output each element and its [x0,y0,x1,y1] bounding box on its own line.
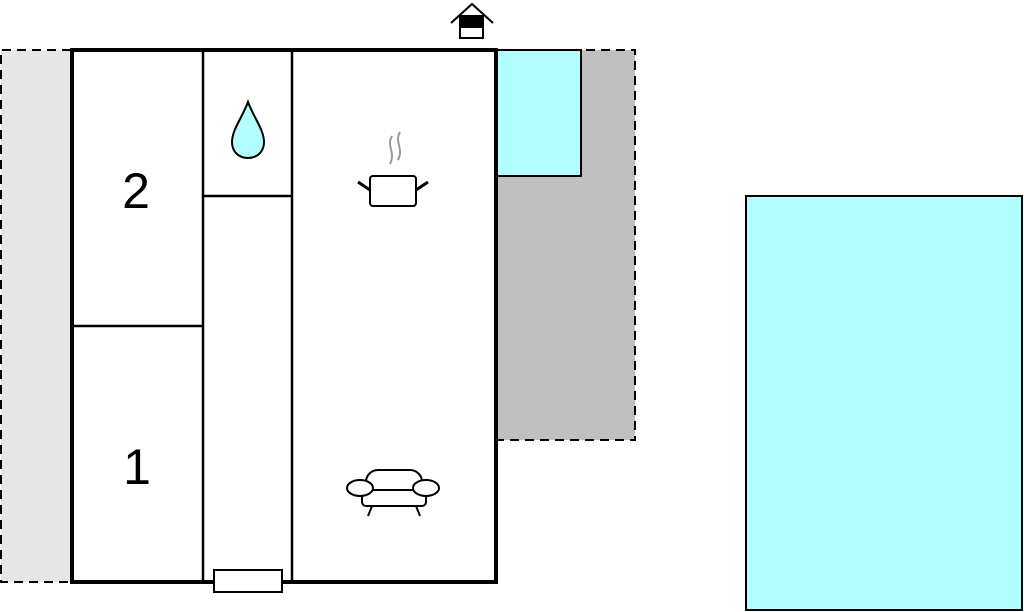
room-number-1: 1 [123,439,151,495]
cooking-pot-icon [357,131,429,207]
water-drop-icon [230,99,266,160]
building-outline [70,48,498,584]
room-number-2: 2 [122,163,150,219]
sofa-icon [346,469,440,517]
swimming-pool [745,195,1023,611]
window-icon [213,569,283,593]
small-pool [495,49,582,177]
house-entrance-icon [450,2,494,39]
interior-walls [72,50,294,582]
left-terrace [0,49,71,583]
